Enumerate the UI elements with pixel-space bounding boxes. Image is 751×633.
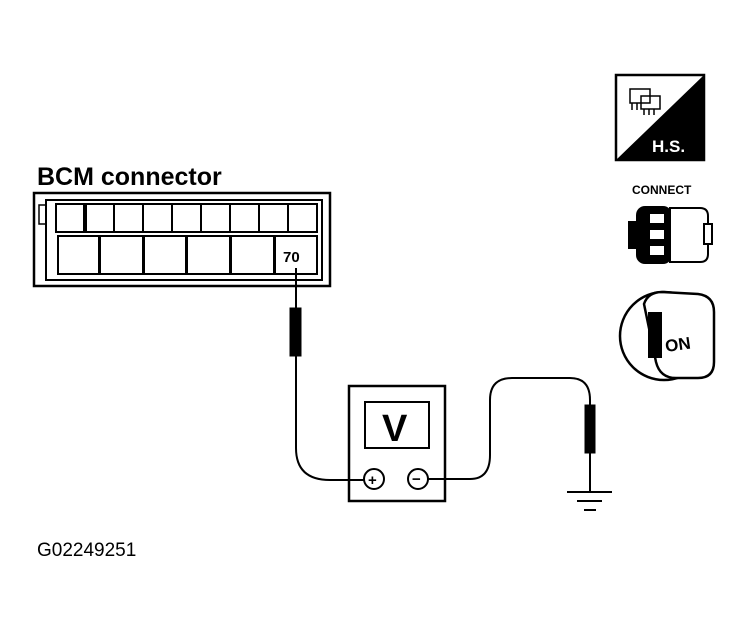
positive-probe — [289, 268, 364, 481]
ignition-key-icon — [618, 290, 716, 382]
ground-icon — [567, 491, 612, 511]
ignition-on-label: ON — [664, 334, 692, 356]
voltmeter-label: V — [382, 408, 408, 450]
voltmeter — [347, 384, 447, 503]
connector-connected-icon — [628, 206, 713, 264]
connector-title: BCM connector — [37, 163, 222, 191]
pin-70-label: 70 — [283, 249, 300, 266]
negative-terminal-symbol: − — [412, 471, 421, 488]
positive-terminal-symbol: + — [368, 472, 377, 489]
bcm-connector — [32, 191, 332, 288]
connect-label: CONNECT — [632, 183, 692, 197]
harness-side-icon — [614, 73, 706, 162]
negative-probe — [428, 377, 596, 491]
harness-side-label: H.S. — [652, 137, 685, 156]
figure-code: G02249251 — [37, 540, 136, 561]
